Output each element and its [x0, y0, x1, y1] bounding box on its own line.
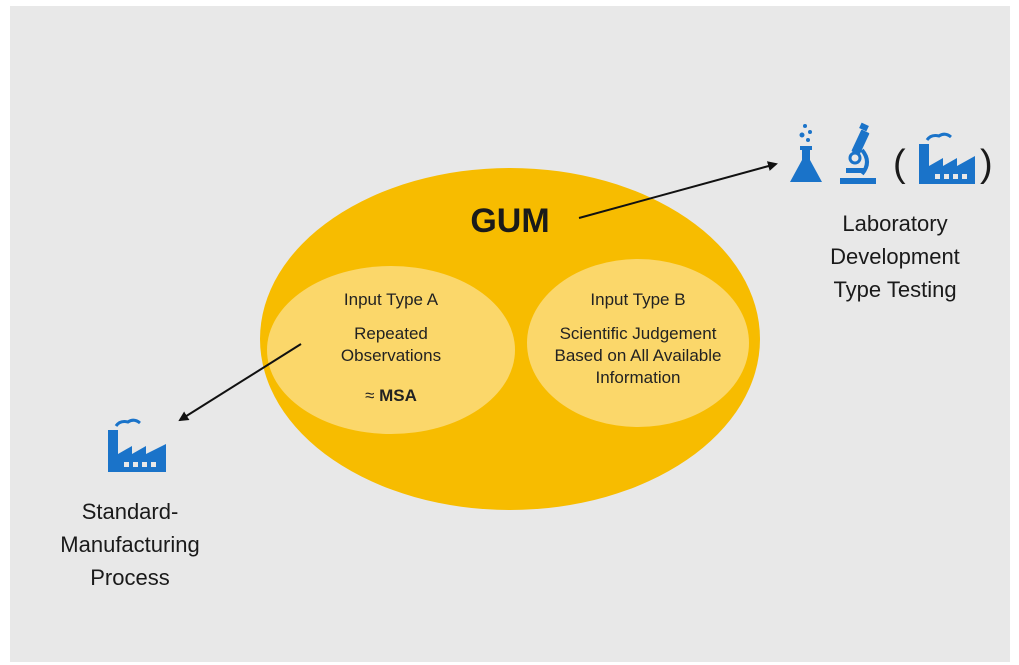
lab-line-2: Development	[830, 244, 960, 269]
lab-line-3: Type Testing	[833, 277, 957, 302]
factory-icon	[108, 418, 166, 472]
factory-icon	[919, 132, 975, 184]
manufacturing-line-2: Manufacturing	[60, 532, 200, 557]
flask-icon	[790, 124, 822, 182]
microscope-icon	[840, 122, 876, 184]
type-b-line-2: Based on All Available	[554, 346, 722, 365]
approx-symbol: ≈	[365, 386, 375, 405]
manufacturing-line-3: Process	[90, 565, 170, 590]
type-b-line-3: Information	[595, 368, 681, 387]
diagram-shapes	[178, 161, 778, 510]
arrow-to-manufacturing	[178, 343, 302, 422]
type-a-line-2: Observations	[340, 346, 442, 365]
manufacturing-line-1: Standard-	[81, 499, 179, 524]
paren-close: )	[980, 143, 993, 185]
arrow-to-lab	[578, 161, 778, 219]
gum-title: GUM	[470, 202, 550, 240]
lab-line-1: Laboratory	[842, 211, 948, 236]
type-b-heading: Input Type B	[590, 290, 686, 309]
type-b-line-1: Scientific Judgement	[559, 324, 717, 343]
type-a-line-1: Repeated	[354, 324, 428, 343]
paren-open: (	[893, 143, 906, 185]
type-b-ellipse	[527, 259, 749, 427]
diagram-canvas: GUM Input Type A Repeated Observations ≈…	[10, 6, 1010, 662]
type-a-ellipse	[267, 266, 515, 434]
type-a-heading: Input Type A	[343, 290, 439, 309]
type-a-msa: ≈ MSA	[306, 385, 476, 407]
msa-label: MSA	[379, 386, 417, 405]
